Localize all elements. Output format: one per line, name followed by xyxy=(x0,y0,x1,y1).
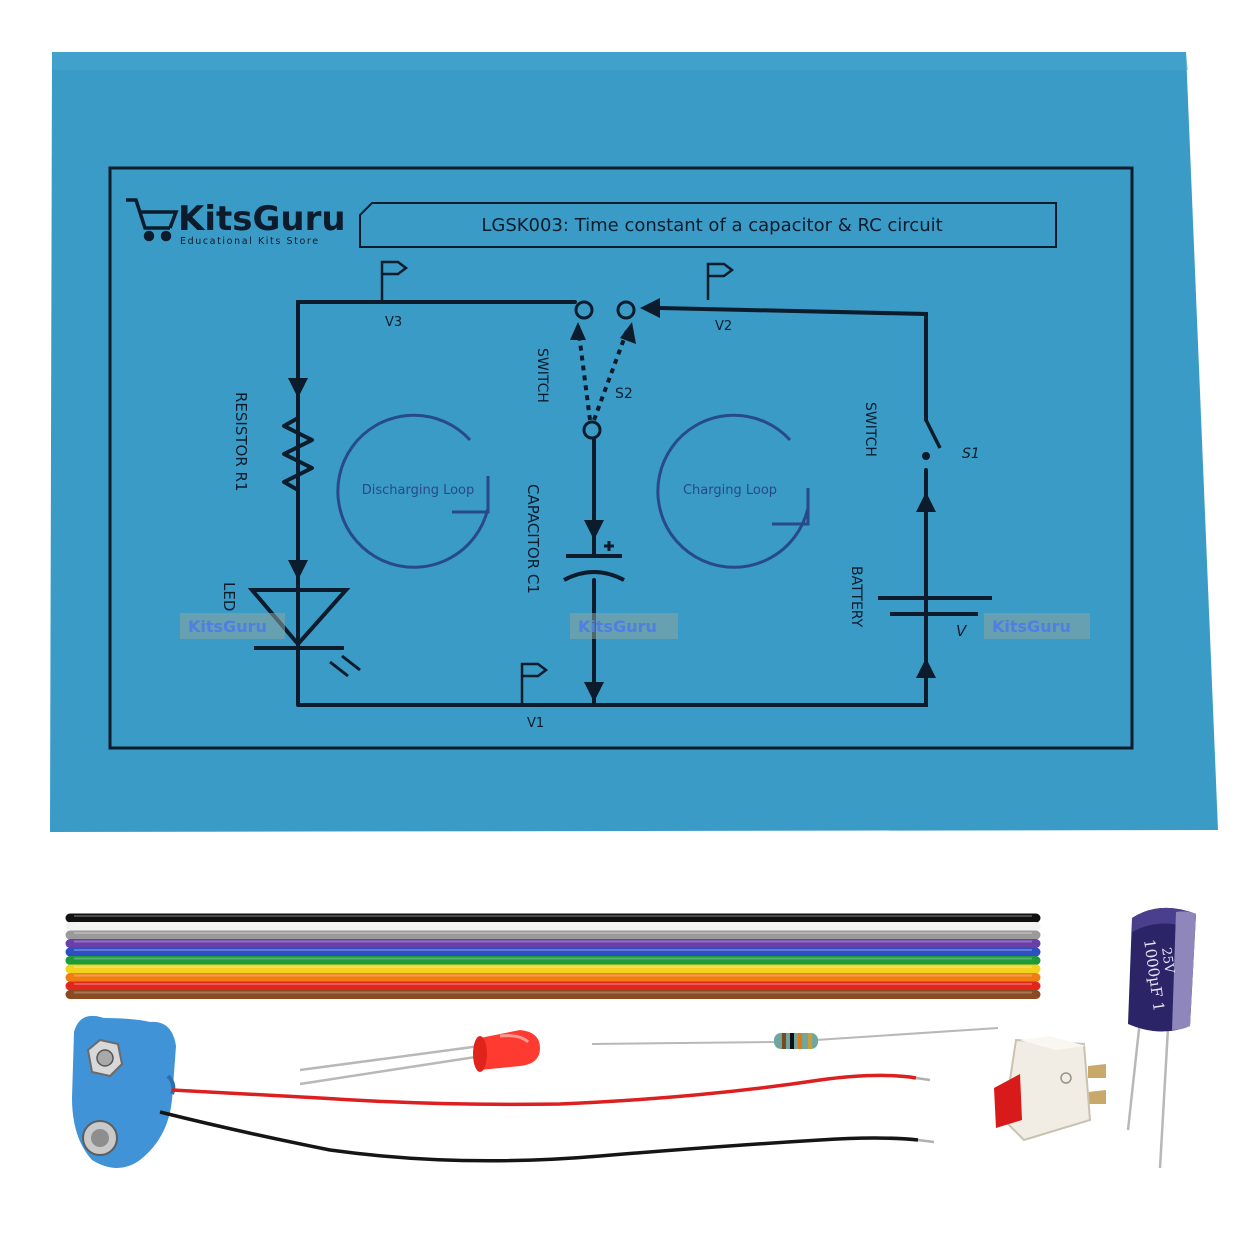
ribbon-wire-highlight xyxy=(73,915,1033,918)
watermark-left: KitsGuru xyxy=(188,617,267,636)
board-title: LGSK003: Time constant of a capacitor & … xyxy=(481,215,942,236)
ribbon-wire xyxy=(65,981,1041,992)
red-led-component xyxy=(299,1030,540,1086)
cart-icon xyxy=(126,198,179,242)
ribbon-wire-highlight xyxy=(73,949,1033,952)
switch-s2-id: S2 xyxy=(615,386,633,402)
black-lead xyxy=(159,1110,919,1163)
ribbon-wire-highlight xyxy=(73,966,1033,969)
node-flags xyxy=(380,260,735,705)
charging-loop-label: Charging Loop xyxy=(683,483,777,498)
switch-s2-symbol xyxy=(570,300,636,440)
ribbon-wire xyxy=(65,930,1041,941)
ribbon-wire xyxy=(65,990,1041,1000)
switch-s2-label: SWITCH xyxy=(534,348,550,403)
node-v2-label: V2 xyxy=(715,319,732,334)
battery-snap-connector xyxy=(72,1015,935,1168)
kitsguru-logo: KitsGuru Educational Kits Store xyxy=(126,198,346,247)
discharging-loop-icon xyxy=(336,413,490,569)
ribbon-wire-highlight xyxy=(73,940,1033,944)
watermark-center: KitsGuru xyxy=(578,617,657,636)
rocker-switch-component xyxy=(994,1036,1106,1142)
snap-terminal-round xyxy=(82,1120,118,1156)
charging-loop-icon xyxy=(656,413,810,569)
node-v1-label: V1 xyxy=(527,716,544,731)
battery-symbol xyxy=(878,596,992,616)
ribbon-wire-highlight xyxy=(73,957,1033,961)
ribbon-wire xyxy=(65,956,1041,966)
red-lead xyxy=(171,1073,917,1107)
ribbon-wire-highlight xyxy=(73,983,1033,986)
node-v3-label: V3 xyxy=(385,315,402,330)
ribbon-wire-highlight xyxy=(73,923,1033,927)
resistor-symbol xyxy=(282,410,314,500)
watermark-right: KitsGuru xyxy=(992,617,1071,636)
board-frame xyxy=(108,166,1134,750)
resistor-label: RESISTOR R1 xyxy=(232,392,250,492)
watermarks: KitsGuru KitsGuru KitsGuru xyxy=(180,613,1090,639)
resistor-component xyxy=(591,1027,999,1049)
ribbon-wire xyxy=(65,939,1041,949)
switch-s1-symbol xyxy=(922,419,942,460)
ribbon-wire xyxy=(65,913,1041,924)
electrolytic-capacitor-component: 1000µF 1 25V xyxy=(1126,907,1196,1169)
ribbon-wire xyxy=(65,947,1041,958)
capacitor-label: CAPACITOR C1 xyxy=(524,484,542,594)
ribbon-wire-highlight xyxy=(73,974,1033,978)
ribbon-cable xyxy=(65,913,1041,1000)
brand-tagline: Educational Kits Store xyxy=(180,236,320,247)
battery-voltage: V xyxy=(956,622,968,640)
capacitor-symbol xyxy=(563,541,625,582)
switch-s1-id: S1 xyxy=(962,446,980,462)
switch-s1-label: SWITCH xyxy=(862,402,878,457)
ribbon-wire xyxy=(65,964,1041,975)
brand-name: KitsGuru xyxy=(178,199,346,239)
circuit-board: KitsGuru Educational Kits Store LGSK003:… xyxy=(50,52,1218,832)
ribbon-wire xyxy=(65,922,1041,932)
ribbon-wire-highlight xyxy=(73,991,1033,995)
snap-terminal-hex xyxy=(86,1038,124,1078)
ribbon-wire xyxy=(65,973,1041,983)
led-label: LED xyxy=(220,582,238,611)
current-arrows xyxy=(288,298,936,702)
ribbon-wire-highlight xyxy=(73,932,1033,935)
capacitor-marking-2: 25V xyxy=(1158,946,1177,974)
title-box xyxy=(359,202,1057,248)
discharging-loop-label: Discharging Loop xyxy=(362,483,475,498)
battery-label: BATTERY xyxy=(848,566,864,628)
